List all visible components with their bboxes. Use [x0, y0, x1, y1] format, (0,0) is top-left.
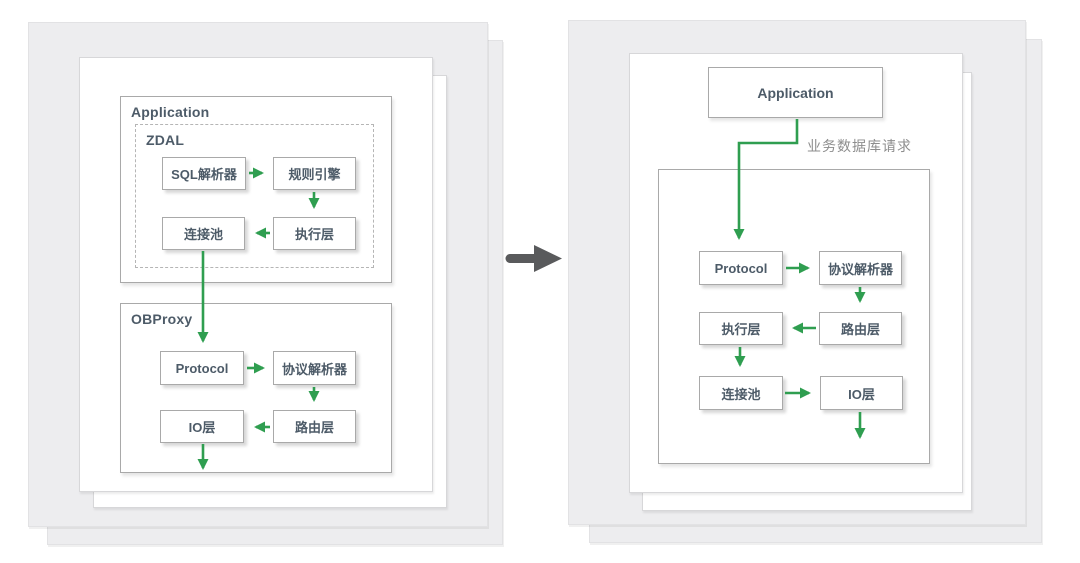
node-protocol-left-label: Protocol [175, 360, 229, 376]
node-io-layer-left-label: IO层 [188, 420, 216, 435]
node-io-layer-right-label: IO层 [848, 386, 875, 402]
node-protocol-left: Protocol [160, 351, 244, 385]
node-protocol-parser-left-label: 协议解析器 [281, 361, 347, 377]
node-routing-layer-right: 路由层 [819, 312, 902, 345]
node-execution-layer-right-label: 执行层 [721, 322, 761, 337]
node-routing-layer-right-label: 路由层 [840, 322, 880, 337]
right-application-box: Application [708, 67, 883, 118]
right-application-label: Application [757, 84, 834, 101]
node-connection-pool-right: 连接池 [699, 376, 783, 410]
node-sql-parser-label: SQL解析器 [171, 167, 237, 182]
node-protocol-parser-right-label: 协议解析器 [827, 261, 893, 277]
node-execution-layer-left: 执行层 [273, 217, 356, 250]
zdal-label: ZDAL [146, 132, 185, 148]
node-connection-pool-left-label: 连接池 [183, 227, 223, 242]
node-execution-layer-left-label: 执行层 [294, 227, 334, 242]
node-protocol-right: Protocol [699, 251, 783, 285]
node-protocol-parser-right: 协议解析器 [819, 251, 902, 285]
node-routing-layer-left-label: 路由层 [294, 420, 334, 435]
node-protocol-right-label: Protocol [714, 260, 768, 276]
node-protocol-parser-left: 协议解析器 [273, 351, 356, 385]
node-io-layer-right: IO层 [820, 376, 903, 410]
node-io-layer-left: IO层 [160, 410, 244, 443]
obproxy-label: OBProxy [131, 311, 193, 327]
node-rule-engine-label: 规则引擎 [288, 167, 341, 182]
left-obproxy-container: OBProxy [120, 303, 392, 473]
node-connection-pool-left: 连接池 [162, 217, 245, 250]
business-db-request-label: 业务数据库请求 [807, 138, 912, 154]
node-sql-parser: SQL解析器 [162, 157, 246, 190]
node-rule-engine: 规则引擎 [273, 157, 356, 190]
transform-right-arrow-icon [505, 245, 562, 272]
node-routing-layer-left: 路由层 [273, 410, 356, 443]
left-application-label: Application [131, 104, 210, 120]
node-execution-layer-right: 执行层 [699, 312, 783, 345]
node-connection-pool-right-label: 连接池 [721, 386, 761, 402]
